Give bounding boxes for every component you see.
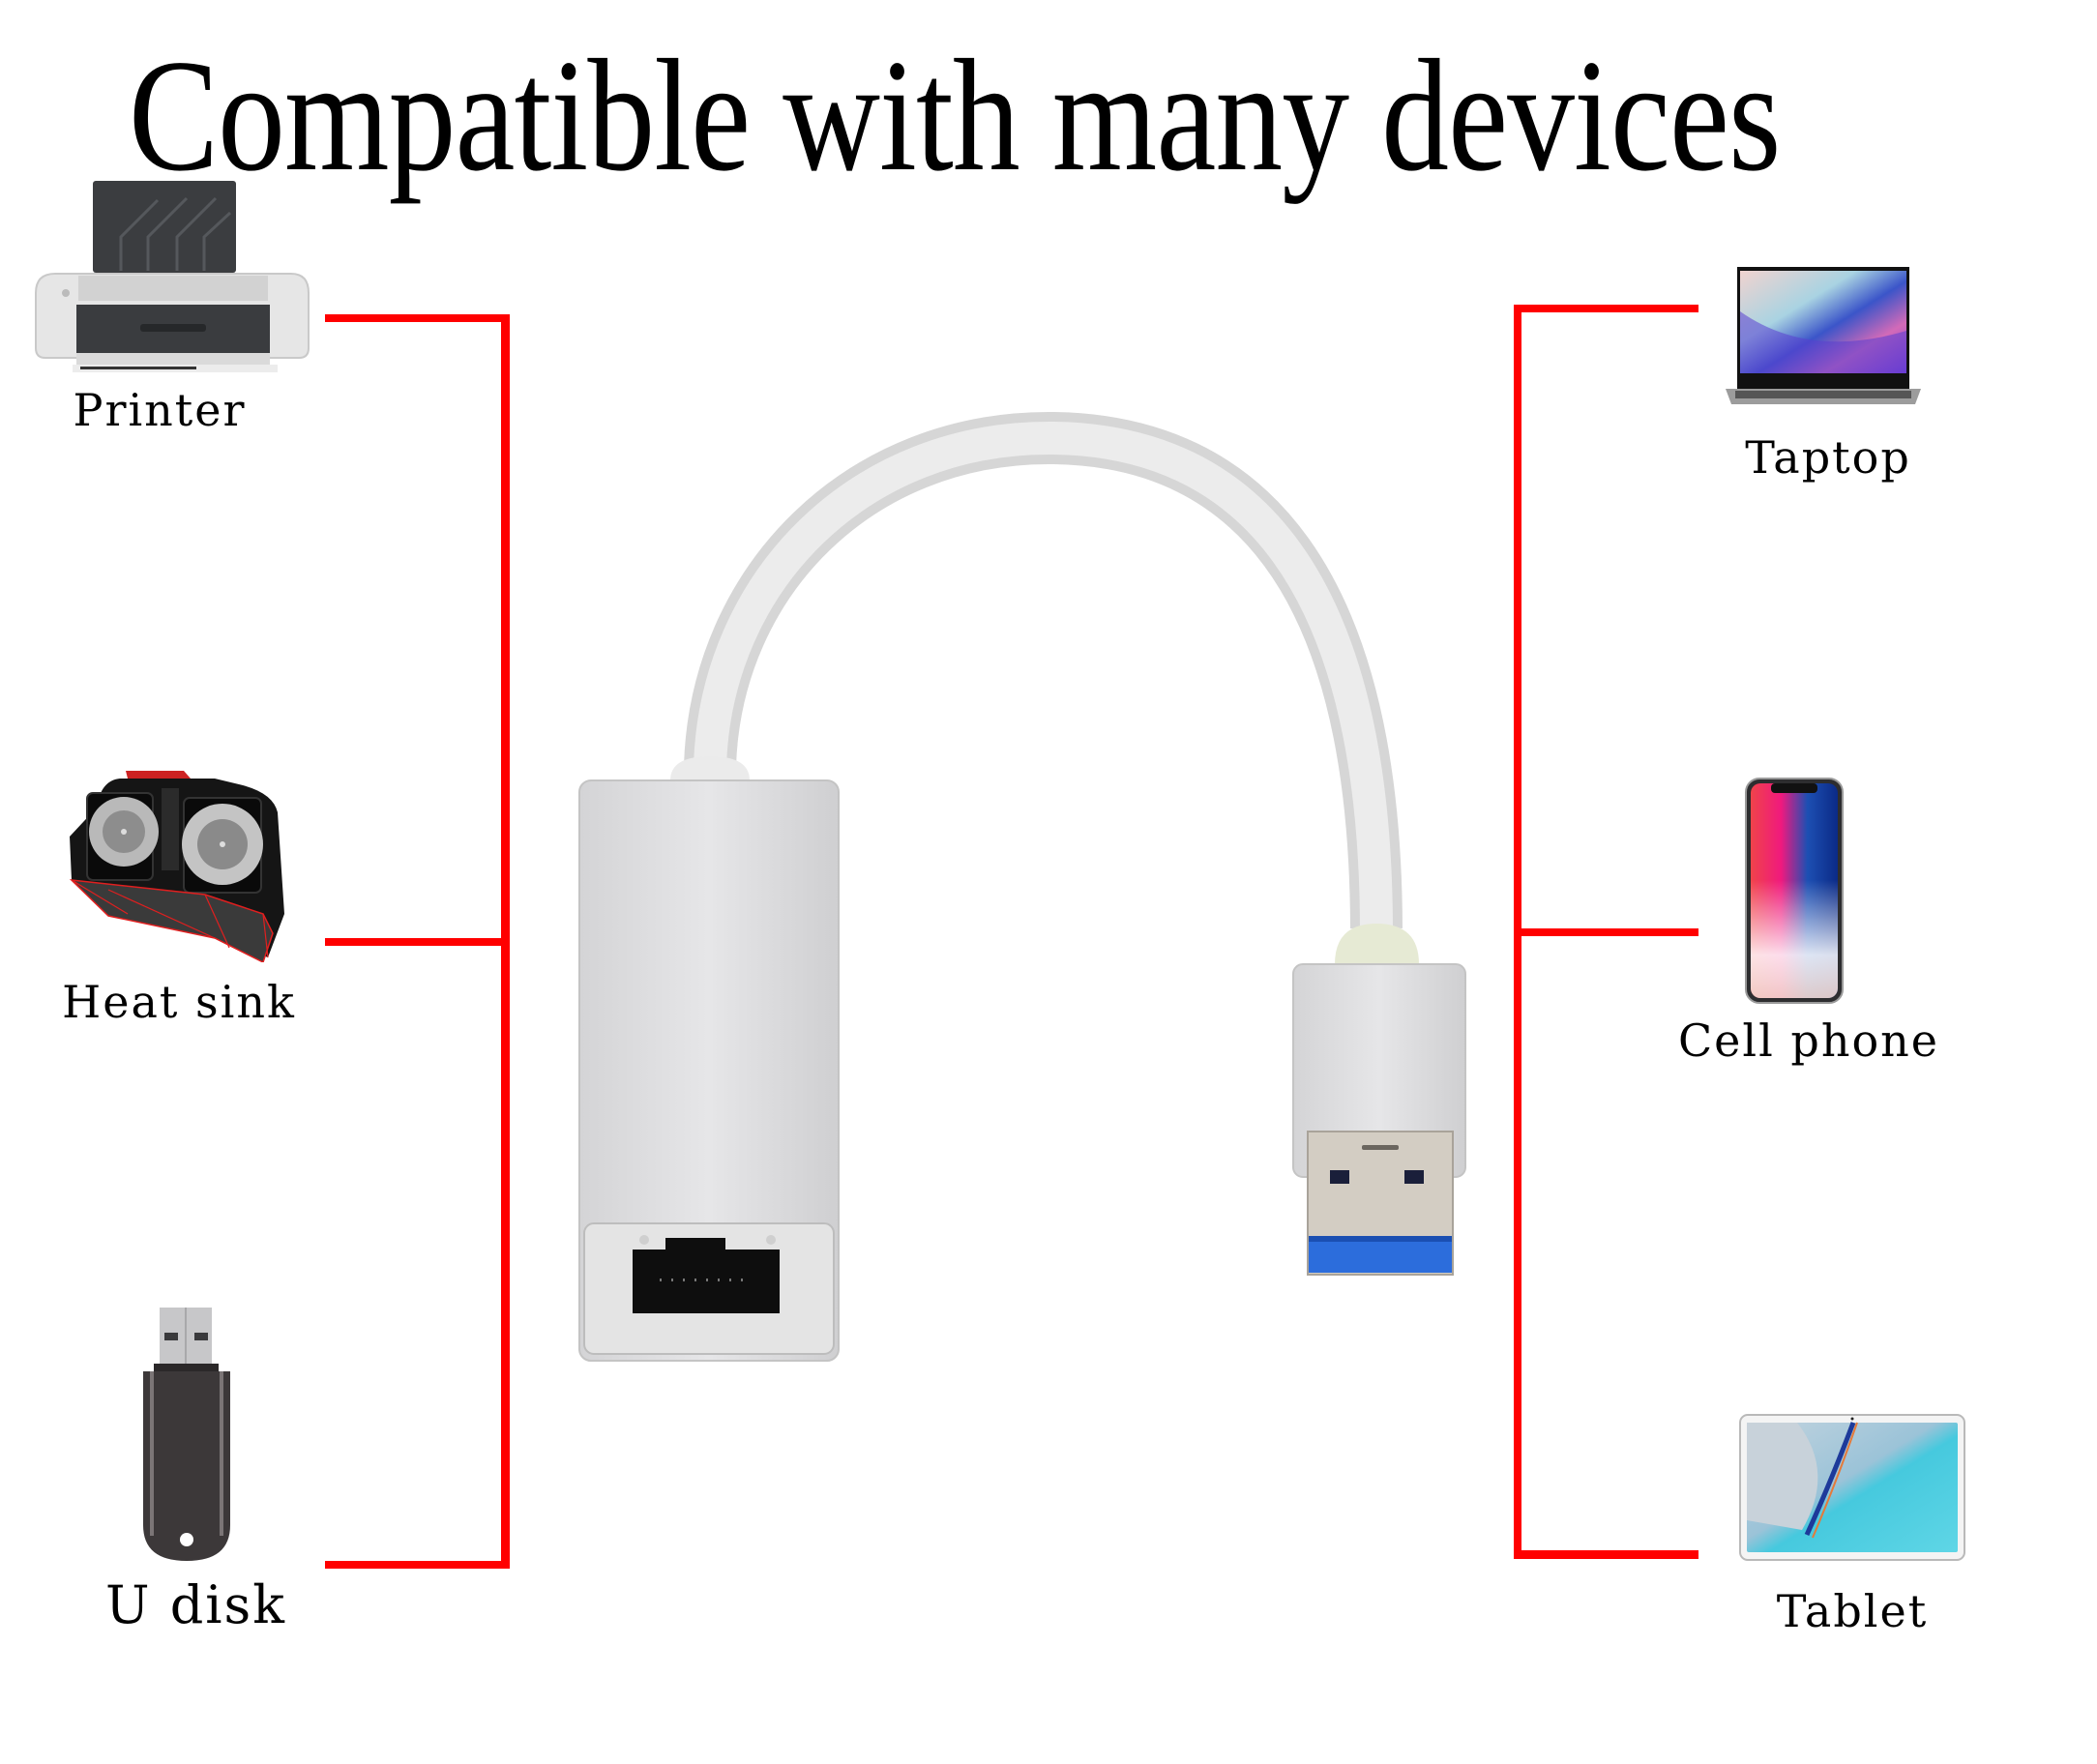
left-connector-vertical-lower <box>501 600 510 1569</box>
left-connector-heat-sink <box>325 938 510 946</box>
cell-phone-icon <box>1744 777 1845 1005</box>
rj45-port <box>633 1238 780 1313</box>
u-disk-label: U disk <box>105 1574 286 1635</box>
right-connector-tablet <box>1514 1550 1698 1559</box>
usb-flash-drive-icon <box>143 1308 230 1564</box>
laptop-label: Taptop <box>1745 431 1911 484</box>
printer-icon <box>32 179 312 372</box>
right-connector-cell-phone <box>1514 928 1698 936</box>
left-connector-u-disk <box>325 1561 510 1569</box>
laptop-icon <box>1722 263 1925 418</box>
page-title: Compatible with many devices <box>129 33 2026 197</box>
heat-sink-label: Heat sink <box>62 976 296 1028</box>
tablet-icon <box>1739 1414 1965 1561</box>
cell-phone-label: Cell phone <box>1677 1014 1940 1067</box>
left-connector-printer <box>325 314 510 322</box>
usb-ethernet-adapter <box>571 406 1499 1373</box>
left-connector-vertical <box>501 314 510 602</box>
page-title-text: Compatible with many devices <box>129 26 1781 204</box>
right-connector-laptop <box>1514 305 1698 312</box>
heat-sink-icon <box>70 769 307 962</box>
printer-label: Printer <box>73 384 247 436</box>
tablet-label: Tablet <box>1776 1585 1929 1637</box>
